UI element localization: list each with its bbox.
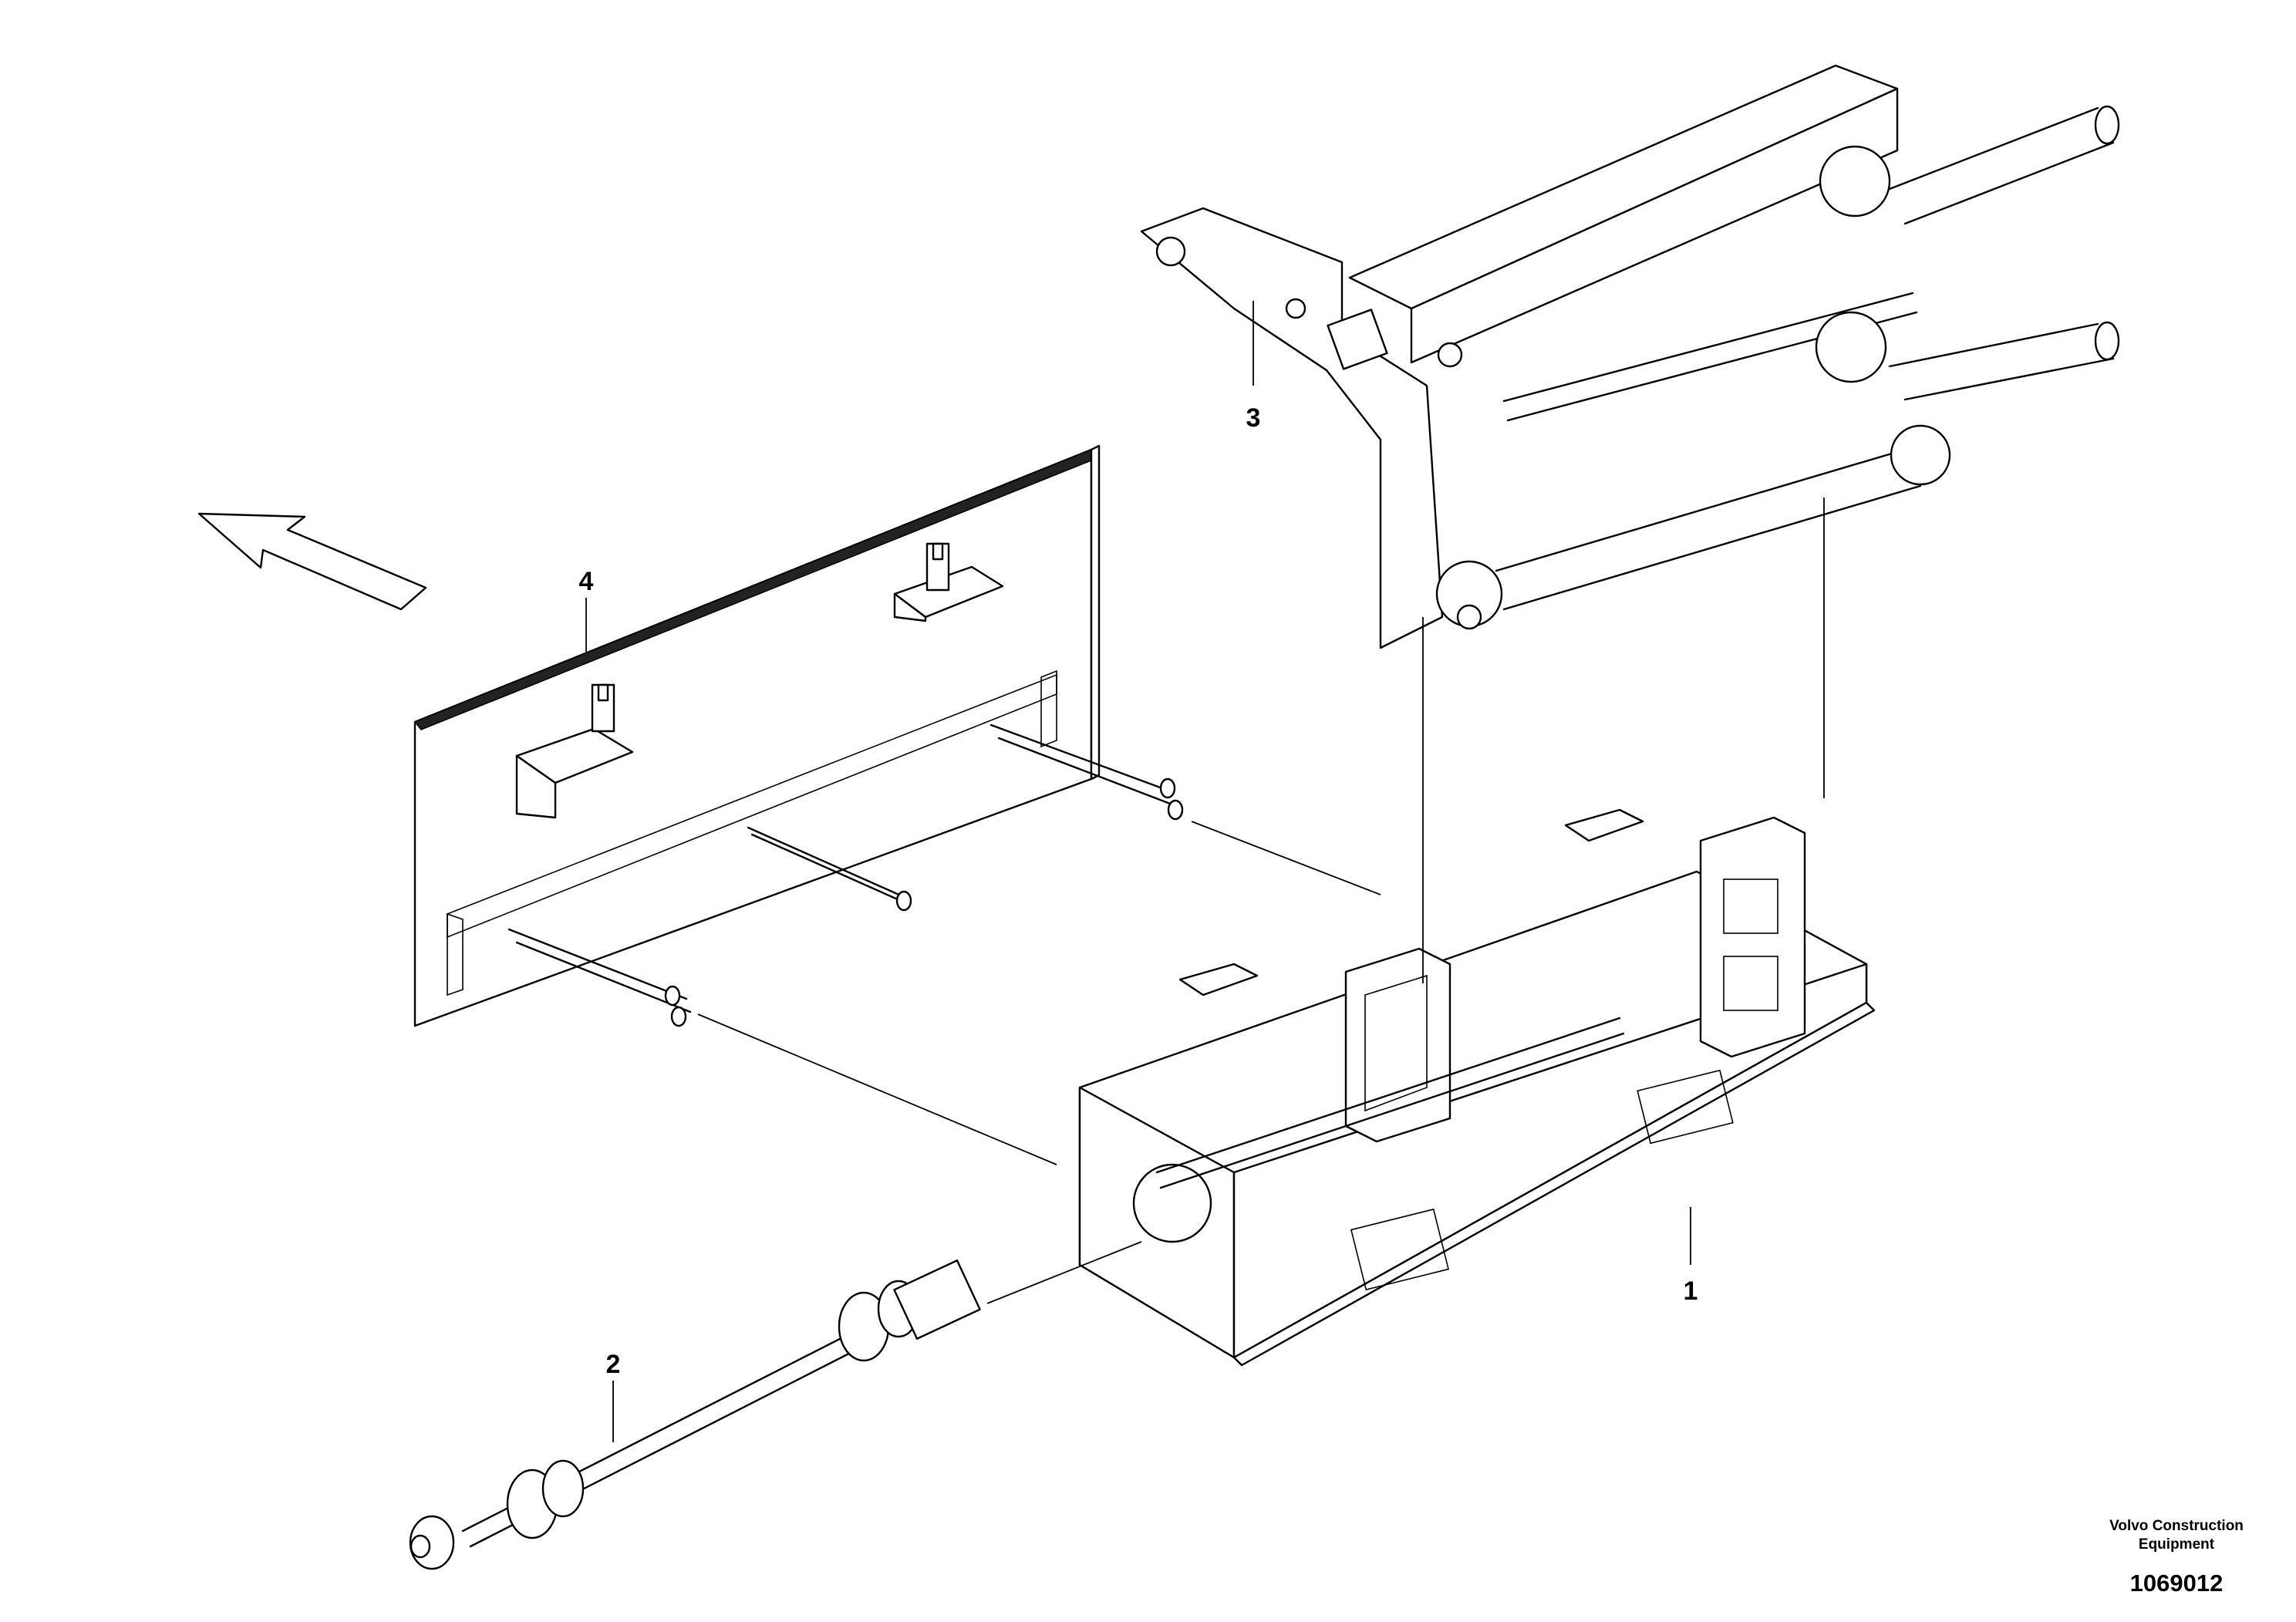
callout-4: 4 [579, 567, 594, 596]
callout-3: 3 [1246, 403, 1261, 433]
brand-line-1: Volvo Construction [2109, 1518, 2244, 1534]
brand-line-2: Equipment [2139, 1536, 2215, 1553]
part-1-base-frame [1078, 808, 1876, 1367]
part-3-upper-frame [1140, 64, 2120, 649]
part-2-drive-shaft [409, 1259, 981, 1570]
callout-1: 1 [1684, 1276, 1698, 1306]
leader-lines [585, 301, 1825, 1442]
callout-2: 2 [606, 1350, 621, 1379]
part-4-plate [413, 444, 1184, 1027]
figure-part-number: 1069012 [2130, 1570, 2224, 1597]
direction-arrow-icon [197, 512, 427, 611]
